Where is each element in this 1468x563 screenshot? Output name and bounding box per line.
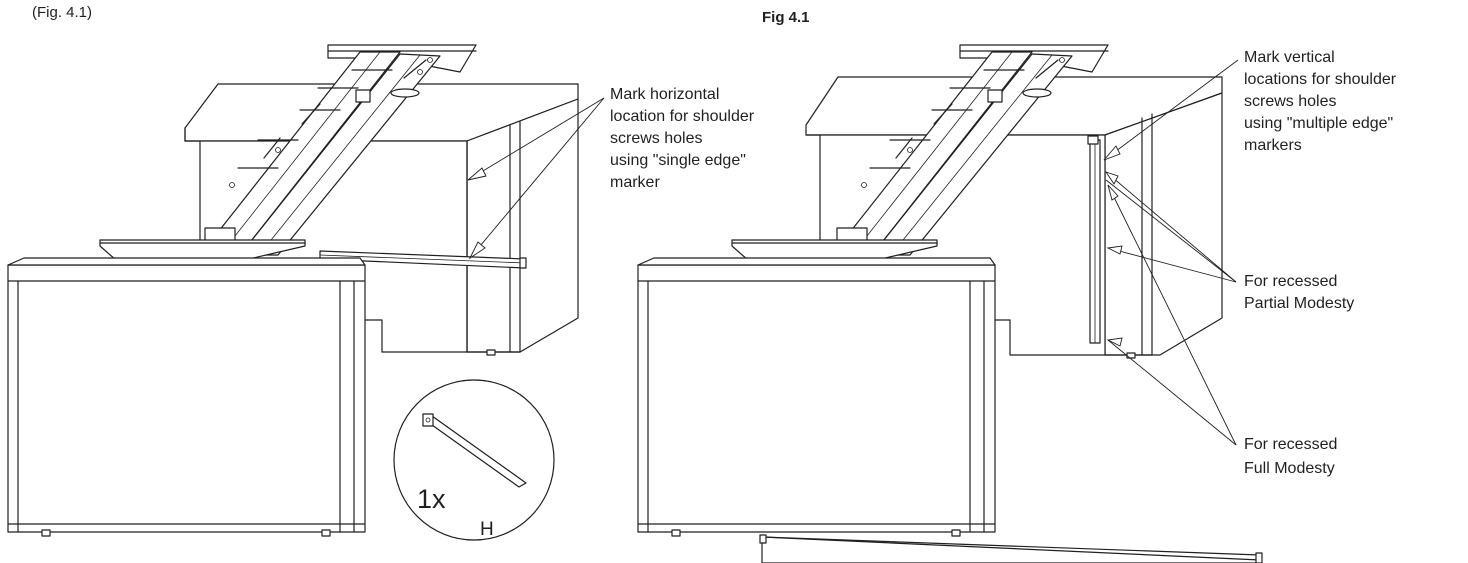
horizontal-marker-callout: Mark horizontal location for shoulder sc… — [610, 86, 759, 191]
arrowhead-icon — [1107, 184, 1119, 201]
right-desk-assembly: Mark vertical locations for shoulder scr… — [637, 44, 1401, 563]
partial-modesty-callout: For recessed Partial Modesty — [1244, 273, 1354, 312]
arrowhead-icon — [468, 241, 486, 260]
arrowhead-icon — [1106, 245, 1123, 255]
arrowhead-icon — [1103, 145, 1121, 161]
right-figure-caption: Fig 4.1 — [762, 9, 810, 26]
vertical-callout-leaders — [1103, 59, 1239, 446]
inset-part-letter: H — [480, 519, 494, 540]
arrowhead-icon — [1104, 171, 1119, 185]
multiple-edge-marker-bar — [1087, 135, 1101, 344]
arrowhead-icon — [1106, 337, 1123, 347]
full-modesty-callout: For recessed Full Modesty — [1244, 436, 1342, 477]
single-edge-marker-bar — [319, 250, 527, 269]
inset-quantity: 1x — [417, 484, 446, 514]
left-modesty-panel — [7, 257, 366, 537]
left-figure-caption: (Fig. 4.1) — [32, 4, 92, 21]
horizontal-callout-leaders — [467, 97, 605, 260]
part-h-inset: 1x H — [393, 379, 555, 541]
vertical-marker-callout: Mark vertical locations for shoulder scr… — [1244, 49, 1401, 154]
arrowhead-icon — [467, 167, 487, 181]
loose-marker-bar — [759, 534, 1263, 563]
right-modesty-panel — [637, 257, 996, 537]
left-desk-assembly: Mark horizontal location for shoulder sc… — [7, 44, 759, 541]
right-desk-frame — [731, 44, 1109, 279]
left-desk-frame — [99, 44, 477, 279]
